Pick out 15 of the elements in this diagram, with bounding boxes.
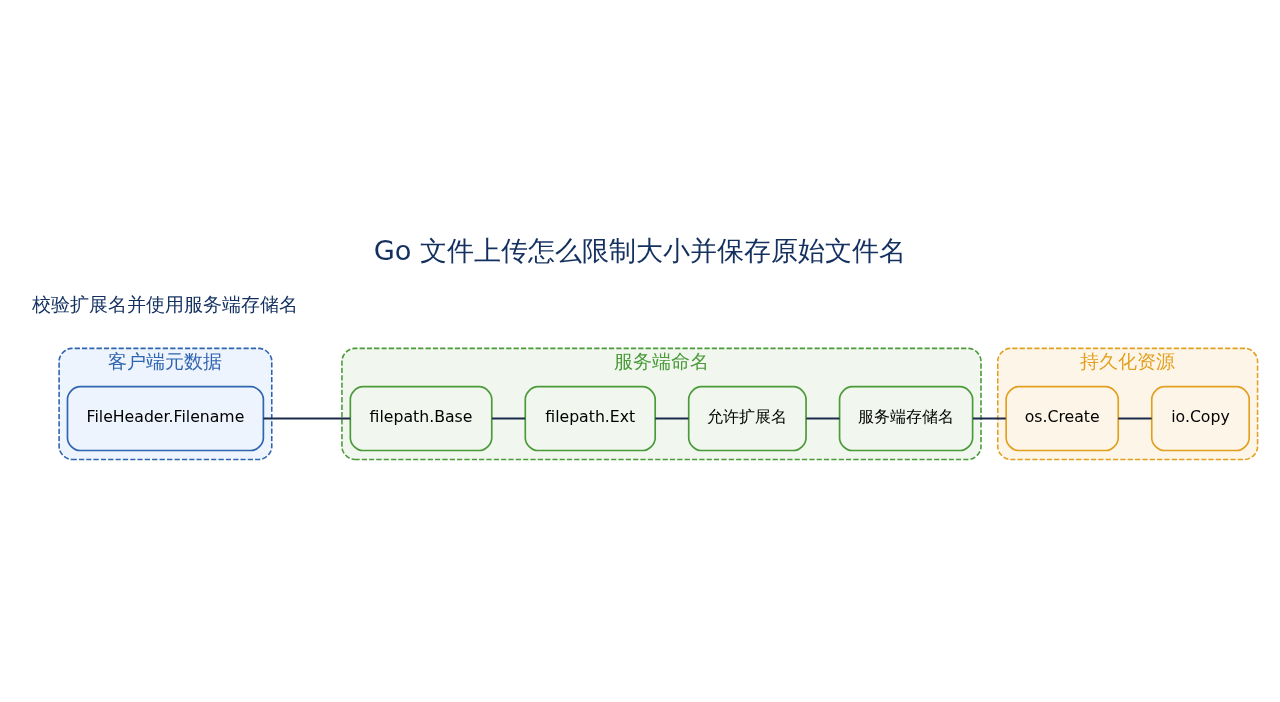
connector [972,417,1006,420]
connector [1118,417,1152,420]
node-box: FileHeader.Filename [66,385,265,452]
connector [263,417,351,420]
connector [806,417,840,420]
label: 校验扩展名并使用服务端存储名 [32,294,299,316]
diagram-title: Go 文件上传怎么限制大小并保存原始文件名 [373,235,907,267]
node-box: os.Create [1005,385,1120,452]
node-box: filepath.Ext [524,385,657,452]
node-box: io.Copy [1150,385,1251,452]
connector [492,417,526,420]
node-box: 允许扩展名 [687,385,807,452]
connector [655,417,689,420]
node-box: filepath.Base [349,385,493,452]
node-box: 服务端存储名 [838,385,974,452]
